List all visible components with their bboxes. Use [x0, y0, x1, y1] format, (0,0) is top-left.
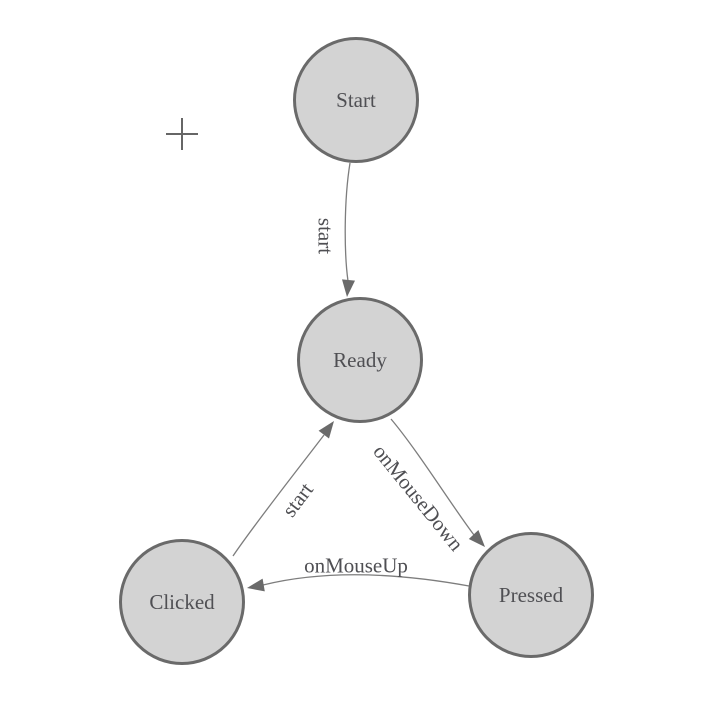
- edge-clicked-to-ready[interactable]: [232, 434, 325, 557]
- arrowhead-start-to-ready-icon: [342, 279, 355, 297]
- arrowhead-ready-to-pressed-icon: [468, 530, 485, 547]
- edge-label-start-to-ready[interactable]: start: [313, 217, 338, 255]
- state-node-clicked[interactable]: Clicked: [119, 539, 245, 665]
- arrowhead-clicked-to-ready-icon: [318, 421, 334, 439]
- state-node-pressed-label: Pressed: [498, 582, 564, 607]
- state-node-ready-label: Ready: [333, 347, 387, 372]
- edge-start-to-ready[interactable]: [344, 162, 351, 282]
- origin-cross-icon: [166, 118, 198, 150]
- edge-pressed-to-clicked[interactable]: [262, 574, 470, 587]
- state-node-start-label: Start: [336, 87, 376, 112]
- arrowhead-pressed-to-clicked-icon: [247, 578, 265, 592]
- edge-ready-to-pressed[interactable]: [390, 418, 475, 536]
- state-node-clicked-label: Clicked: [149, 589, 215, 614]
- state-node-ready[interactable]: Ready: [297, 297, 423, 423]
- state-node-pressed[interactable]: Pressed: [468, 532, 594, 658]
- state-node-start[interactable]: Start: [293, 37, 419, 163]
- edge-label-pressed-to-clicked[interactable]: onMouseUp: [304, 553, 408, 578]
